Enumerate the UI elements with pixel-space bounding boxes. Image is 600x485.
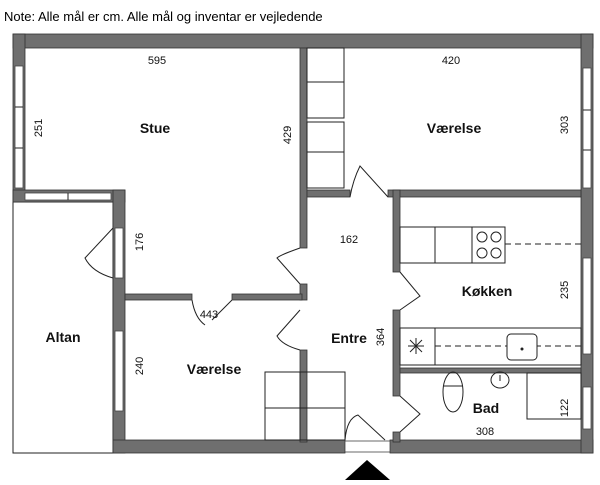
bathroom-fixtures — [442, 371, 582, 420]
plan-note: Note: Alle mål er cm. Alle mål og invent… — [4, 9, 323, 24]
kitchen-fixtures — [399, 226, 582, 366]
room-label-koekken: Køkken — [462, 283, 513, 299]
dim-koekken-235: 235 — [559, 281, 571, 299]
room-label-vaerelse-1: Værelse — [427, 120, 482, 136]
dim-vaerelse1-width: 420 — [442, 55, 460, 67]
dim-vaerelse2-240: 240 — [134, 357, 146, 375]
interior-walls — [124, 47, 582, 443]
dim-altan-176: 176 — [134, 233, 146, 251]
room-label-altan: Altan — [46, 329, 81, 345]
windows — [14, 65, 592, 453]
dim-vaerelse1-height: 303 — [559, 116, 571, 134]
dim-stue-width: 595 — [148, 55, 166, 67]
wardrobes — [264, 47, 346, 441]
balcony-outline — [12, 201, 114, 454]
dim-entre-162: 162 — [340, 234, 358, 246]
room-label-entre: Entre — [331, 330, 367, 346]
room-label-stue: Stue — [140, 120, 171, 136]
stove-icon — [476, 231, 502, 259]
shower-area — [526, 372, 582, 420]
entrance-arrow-icon — [345, 460, 390, 480]
dim-vaerelse2-443: 443 — [200, 309, 218, 321]
washbasin-icon — [490, 371, 510, 389]
light-icon — [408, 338, 424, 354]
sink-icon — [506, 333, 538, 361]
dim-stue-height: 251 — [33, 119, 45, 137]
toilet-icon — [442, 371, 464, 413]
dim-bad-308: 308 — [476, 426, 494, 438]
room-label-bad: Bad — [473, 400, 499, 416]
room-label-vaerelse-2: Værelse — [187, 361, 242, 377]
dim-entre-364: 364 — [375, 328, 387, 346]
door-swings — [84, 165, 421, 441]
dim-wall-429: 429 — [282, 126, 294, 144]
dim-bad-122: 122 — [559, 399, 571, 417]
